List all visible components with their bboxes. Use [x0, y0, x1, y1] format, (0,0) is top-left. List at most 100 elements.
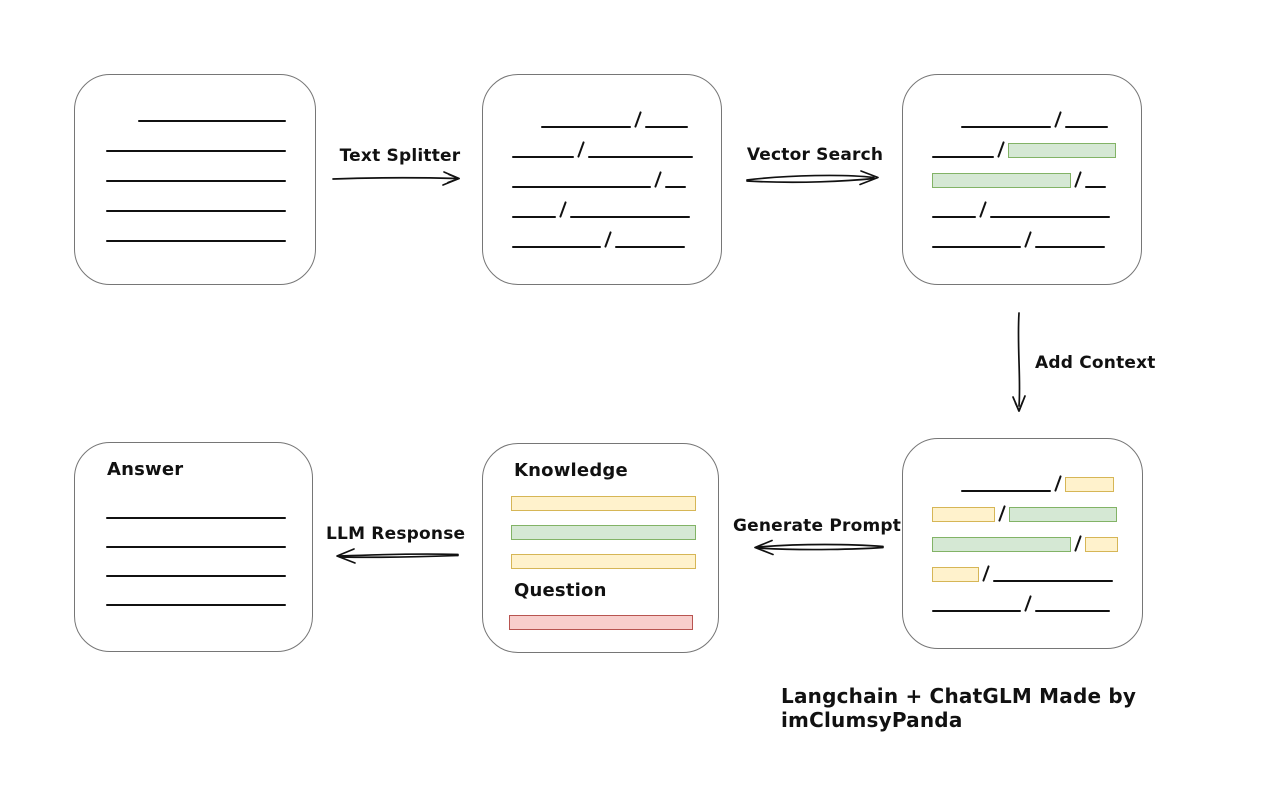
red-bar	[509, 615, 693, 630]
text-line	[512, 186, 651, 188]
text-line	[106, 575, 286, 577]
green-highlight-rect	[1008, 143, 1116, 158]
llm-response-arrow-icon	[336, 548, 459, 564]
text-line	[106, 546, 286, 548]
vector-search-results-box	[902, 74, 1142, 285]
question-label: Question	[514, 580, 607, 601]
slash-separator	[1024, 231, 1032, 248]
text-line	[932, 246, 1021, 248]
llm-response-label: LLM Response	[326, 524, 466, 544]
document-lines	[106, 120, 286, 270]
slash-separator	[998, 505, 1006, 522]
chunk-row	[932, 230, 1121, 248]
yellow-bar	[511, 496, 696, 511]
chunk-row	[932, 110, 1121, 128]
text-splitter-label: Text Splitter	[339, 146, 461, 166]
text-line	[615, 246, 685, 248]
text-line	[993, 580, 1113, 582]
text-line	[512, 156, 574, 158]
answer-box: Answer	[74, 442, 313, 652]
text-line	[106, 210, 286, 212]
chunk-row	[932, 594, 1122, 612]
slash-separator	[1074, 171, 1082, 188]
text-line	[588, 156, 693, 158]
diagram-caption: Langchain + ChatGLM Made by imClumsyPand…	[781, 684, 1137, 732]
yellow-highlight-rect	[932, 567, 979, 582]
chunk-row	[932, 564, 1122, 582]
text-line	[106, 180, 286, 182]
text-line	[138, 120, 286, 122]
text-line	[1035, 610, 1110, 612]
chunk-row	[932, 170, 1121, 188]
text-line	[106, 604, 286, 606]
slash-separator	[559, 201, 567, 218]
slash-separator	[1024, 595, 1032, 612]
text-line	[932, 610, 1021, 612]
chunk-row	[512, 140, 701, 158]
generate-prompt-arrow-icon	[754, 539, 884, 556]
yellow-bar	[511, 554, 696, 569]
chunk-row	[512, 170, 701, 188]
text-line	[512, 216, 556, 218]
chunk-row	[512, 230, 701, 248]
vector-search-label: Vector Search	[746, 145, 884, 165]
slash-separator	[979, 201, 987, 218]
text-line	[541, 126, 631, 128]
text-line	[106, 517, 286, 519]
chunk-row	[932, 534, 1122, 552]
answer-label: Answer	[107, 459, 184, 480]
text-line	[990, 216, 1110, 218]
text-line	[645, 126, 688, 128]
green-highlight-rect	[932, 537, 1071, 552]
text-line	[932, 156, 994, 158]
knowledge-bars	[511, 496, 696, 583]
text-line	[932, 216, 976, 218]
chunk-row	[512, 200, 701, 218]
chunk-row	[932, 200, 1121, 218]
yellow-highlight-rect	[1065, 477, 1114, 492]
green-highlight-rect	[932, 173, 1071, 188]
slash-separator	[1054, 475, 1062, 492]
slash-separator	[1054, 111, 1062, 128]
add-context-label: Add Context	[1035, 353, 1156, 373]
knowledge-label: Knowledge	[514, 460, 628, 481]
yellow-highlight-rect	[1085, 537, 1118, 552]
text-line	[1085, 186, 1106, 188]
context-box	[902, 438, 1143, 649]
slash-separator	[604, 231, 612, 248]
add-context-arrow-icon	[1012, 312, 1026, 412]
text-line	[106, 240, 286, 242]
slash-separator	[982, 565, 990, 582]
slash-separator	[997, 141, 1005, 158]
slash-separator	[634, 111, 642, 128]
green-highlight-rect	[1009, 507, 1117, 522]
vector-search-arrow-icon	[746, 170, 879, 186]
text-line	[512, 246, 601, 248]
slash-separator	[577, 141, 585, 158]
prompt-box: Knowledge Question	[482, 443, 719, 653]
yellow-highlight-rect	[932, 507, 995, 522]
generate-prompt-label: Generate Prompt	[733, 516, 902, 536]
green-bar	[511, 525, 696, 540]
chunk-row	[932, 140, 1121, 158]
text-line	[961, 490, 1051, 492]
text-splitter-arrow-icon	[332, 171, 460, 186]
text-line	[1035, 246, 1105, 248]
context-chunk-rows	[932, 474, 1122, 624]
text-line	[1065, 126, 1108, 128]
chunk-row	[932, 474, 1122, 492]
split-chunks-box	[482, 74, 722, 285]
answer-lines	[106, 517, 286, 633]
slash-separator	[1074, 535, 1082, 552]
text-line	[570, 216, 690, 218]
source-document-box	[74, 74, 316, 285]
chunk-row	[512, 110, 701, 128]
text-line	[961, 126, 1051, 128]
slash-separator	[654, 171, 662, 188]
chunk-rows	[512, 110, 701, 260]
retrieved-chunk-rows	[932, 110, 1121, 260]
text-line	[106, 150, 286, 152]
text-line	[665, 186, 686, 188]
question-bars	[509, 615, 693, 644]
